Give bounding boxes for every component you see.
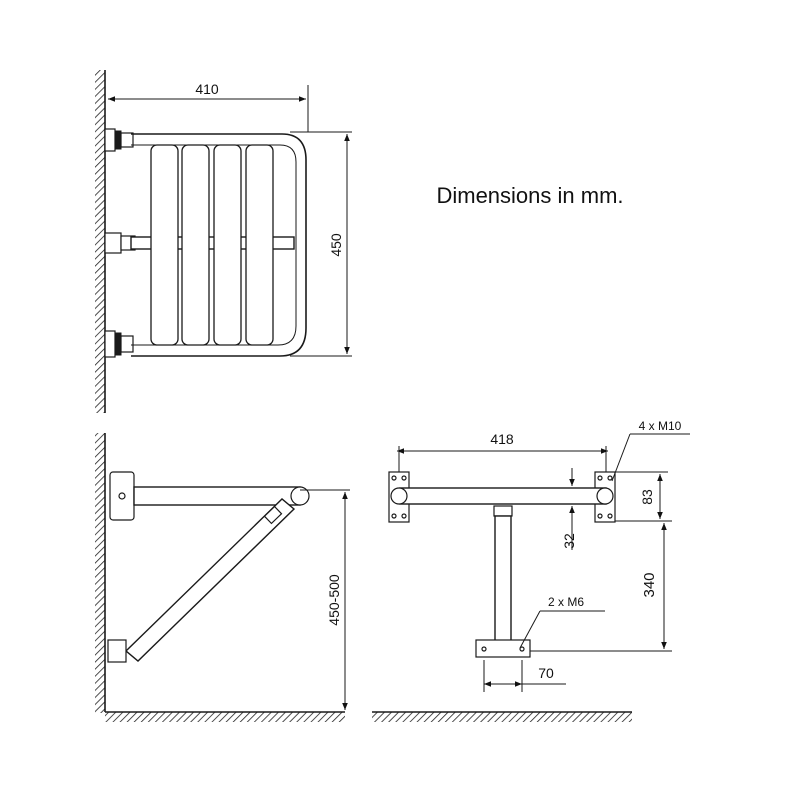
side-height-label: 450-500 xyxy=(326,574,342,626)
top-view: 410 450 xyxy=(95,70,352,413)
seat-frame-outer xyxy=(131,133,307,357)
seat-slat-1 xyxy=(150,144,179,346)
side-view: 450-500 xyxy=(95,433,350,722)
dimensions-note: Dimensions in mm. xyxy=(436,183,623,208)
wall-bracket-top xyxy=(104,128,134,152)
vertical-distance-label: 340 xyxy=(641,572,658,597)
top-bolts-label: 4 x M10 xyxy=(639,419,682,433)
wall-hatch xyxy=(95,70,105,413)
seat-frame-inner xyxy=(131,144,297,346)
front-leg-collar xyxy=(493,505,513,517)
seat-slat-2 xyxy=(181,144,210,346)
front-vertical-leg xyxy=(494,515,512,643)
front-floor-hatch xyxy=(372,712,632,722)
front-view: 418 4 x M10 83 32 340 2 x M6 70 xyxy=(372,419,690,722)
bottom-bolts-label: 2 x M6 xyxy=(548,595,584,609)
side-lower-foot xyxy=(107,639,127,663)
side-wall-hatch xyxy=(95,433,105,713)
front-bottom-bracket xyxy=(475,639,531,658)
bar-offset-label: 32 xyxy=(561,533,577,549)
front-hinge-left xyxy=(390,487,408,505)
side-floor-hatch xyxy=(105,712,345,722)
top-width-label: 410 xyxy=(195,81,219,97)
side-diagonal-brace xyxy=(124,498,296,662)
top-bracket-height-label: 83 xyxy=(639,489,655,505)
wall-bracket-bottom xyxy=(104,330,134,358)
side-seat-tube xyxy=(133,486,301,506)
front-hinge-right xyxy=(596,487,614,505)
seat-slat-3 xyxy=(213,144,242,346)
side-hinge xyxy=(290,486,310,506)
front-horizontal-bar xyxy=(399,487,607,505)
top-depth-label: 450 xyxy=(328,233,344,257)
seat-slat-4 xyxy=(245,144,274,346)
bottom-bracket-width-label: 70 xyxy=(538,665,554,681)
front-width-label: 418 xyxy=(490,431,514,447)
